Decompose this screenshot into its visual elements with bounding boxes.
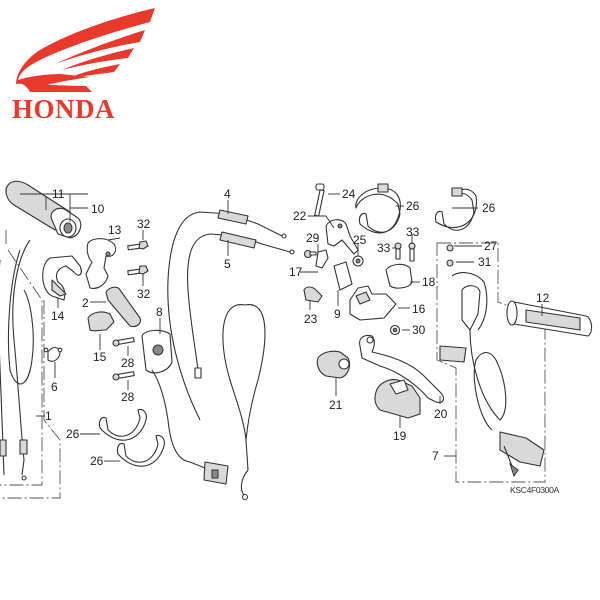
- callout-33-left[interactable]: 33: [377, 241, 391, 255]
- leader-lines: [20, 193, 543, 462]
- throttle-cable-part-4[interactable]: [167, 209, 287, 421]
- band-part-26-top-middle[interactable]: [355, 183, 401, 234]
- grip-part-12[interactable]: [506, 300, 593, 337]
- callout-9[interactable]: 9: [334, 307, 341, 321]
- callout-15[interactable]: 15: [93, 350, 107, 364]
- callout-14[interactable]: 14: [51, 309, 65, 323]
- screw-part-28-lower[interactable]: [112, 371, 135, 381]
- bolt-part-32-upper[interactable]: [127, 240, 149, 251]
- callout-labels: 11 10 13 32 32 14 2 15 28 28 8 6 1 26 26…: [45, 187, 560, 495]
- bolt-part-32-lower[interactable]: [127, 265, 149, 276]
- callout-26-left-upper[interactable]: 26: [66, 427, 80, 441]
- clamp-part-13[interactable]: [85, 238, 117, 289]
- assembly-box-7: [436, 242, 546, 483]
- callout-19[interactable]: 19: [393, 429, 407, 443]
- band-part-26-left-upper[interactable]: [98, 408, 147, 441]
- bolt-part-33-right[interactable]: [408, 242, 416, 262]
- bolt-part-33-left[interactable]: [394, 242, 402, 260]
- callout-27[interactable]: 27: [484, 239, 498, 253]
- callout-22[interactable]: 22: [293, 209, 307, 223]
- callout-25[interactable]: 25: [353, 233, 367, 247]
- callout-31[interactable]: 31: [478, 255, 492, 269]
- callout-26-top-middle[interactable]: 26: [406, 199, 420, 213]
- callout-28-upper[interactable]: 28: [121, 356, 135, 370]
- callout-32-upper[interactable]: 32: [137, 217, 151, 231]
- callout-5[interactable]: 5: [224, 257, 231, 271]
- throttle-grip-part-11[interactable]: [5, 180, 82, 239]
- callout-2[interactable]: 2: [82, 296, 89, 310]
- callout-29[interactable]: 29: [306, 231, 320, 245]
- switch-part-8[interactable]: [141, 329, 229, 485]
- holder-part-18[interactable]: [385, 263, 413, 289]
- callout-28-lower[interactable]: 28: [121, 390, 135, 404]
- callout-26-top-right[interactable]: 26: [482, 201, 496, 215]
- callout-7[interactable]: 7: [432, 449, 439, 463]
- callout-11[interactable]: 11: [52, 187, 65, 201]
- clutch-lever-part-20[interactable]: [359, 334, 445, 403]
- callout-21[interactable]: 21: [329, 398, 343, 412]
- callout-13[interactable]: 13: [108, 223, 122, 237]
- switch-part-9[interactable]: [333, 261, 353, 291]
- lever-bracket-part-16[interactable]: [349, 285, 397, 321]
- callout-4[interactable]: 4: [224, 187, 231, 201]
- band-part-26-top-right[interactable]: [434, 187, 477, 231]
- callout-18[interactable]: 18: [422, 275, 436, 289]
- nut-part-25[interactable]: [352, 255, 364, 267]
- assembly-box-1: [0, 230, 43, 486]
- throttle-cable-part-5[interactable]: [187, 231, 295, 379]
- throttle-housing-part-14[interactable]: [42, 255, 82, 301]
- adjuster-part-21[interactable]: [316, 350, 351, 379]
- callout-8[interactable]: 8: [156, 305, 163, 319]
- callout-32-lower[interactable]: 32: [137, 287, 151, 301]
- callout-1[interactable]: 1: [45, 409, 52, 423]
- diagram-code: KSC4F0300A: [510, 485, 560, 495]
- grip-rubber-part-2[interactable]: [105, 286, 141, 328]
- callout-33-right[interactable]: 33: [406, 225, 420, 239]
- callout-20[interactable]: 20: [434, 407, 448, 421]
- honda-wing-icon: [16, 8, 155, 92]
- callout-12[interactable]: 12: [536, 291, 550, 305]
- band-part-26-left-lower[interactable]: [116, 434, 165, 467]
- clutch-cable-loop[interactable]: [222, 304, 266, 501]
- bolt-part-24[interactable]: [314, 183, 325, 217]
- master-cylinder-part-19[interactable]: [374, 379, 421, 419]
- callout-10[interactable]: 10: [91, 202, 105, 216]
- callout-17[interactable]: 17: [289, 265, 303, 279]
- honda-logo[interactable]: HONDA: [12, 8, 155, 124]
- cap-part-15[interactable]: [87, 311, 115, 332]
- callout-30[interactable]: 30: [412, 323, 426, 337]
- callout-26-left-lower[interactable]: 26: [90, 454, 104, 468]
- nut-part-30[interactable]: [389, 324, 401, 336]
- callout-24[interactable]: 24: [342, 187, 356, 201]
- screw-part-29[interactable]: [303, 249, 317, 259]
- callout-16[interactable]: 16: [412, 302, 426, 316]
- brand-name: HONDA: [12, 94, 115, 124]
- wire-harness-part-7[interactable]: [439, 244, 545, 478]
- callout-6[interactable]: 6: [51, 380, 58, 394]
- switch-part-17[interactable]: [315, 249, 329, 269]
- cable-part-1[interactable]: [0, 239, 34, 481]
- assembly-box-1-right: [0, 300, 61, 499]
- plug-part-23[interactable]: [303, 286, 323, 303]
- screw-part-28-upper[interactable]: [112, 337, 135, 347]
- clamp-part-6[interactable]: [43, 346, 63, 362]
- callout-23[interactable]: 23: [304, 312, 318, 326]
